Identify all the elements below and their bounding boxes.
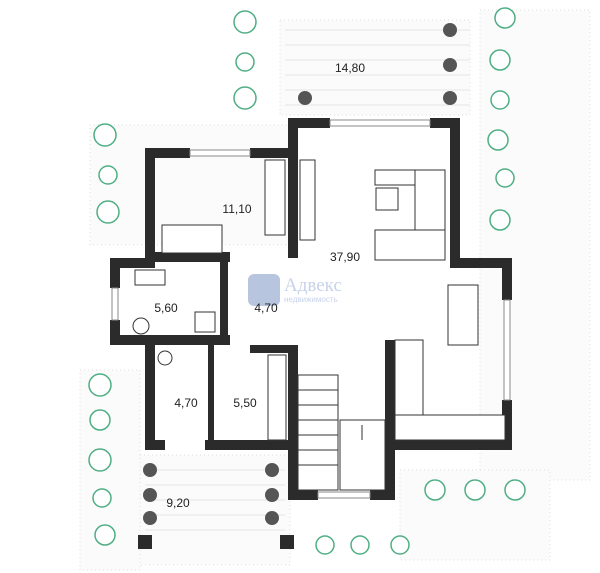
room-area-terrace-top: 14,80 bbox=[334, 61, 366, 75]
room-area-porch: 9,20 bbox=[166, 496, 190, 510]
watermark-logo-icon bbox=[248, 274, 280, 306]
room-area-storage: 4,70 bbox=[174, 396, 198, 410]
room-area-hall: 4,70 bbox=[254, 301, 278, 315]
porch-deck bbox=[145, 469, 285, 531]
watermark-title: Адвекс bbox=[284, 274, 342, 296]
potted-plants bbox=[143, 23, 457, 525]
furniture bbox=[132, 159, 506, 441]
walls bbox=[110, 118, 512, 549]
room-area-living: 37,90 bbox=[329, 250, 361, 264]
staircase bbox=[297, 374, 386, 491]
watermark-subtitle: недвижимость bbox=[284, 294, 338, 304]
room-area-bathroom: 5,60 bbox=[154, 301, 178, 315]
room-area-bedroom: 11,10 bbox=[222, 202, 252, 216]
terrace-deck bbox=[285, 29, 470, 106]
greenery bbox=[88, 7, 526, 555]
watermark: Адвекс недвижимость bbox=[248, 274, 342, 306]
room-area-small-room: 5,50 bbox=[233, 396, 257, 410]
windows bbox=[111, 119, 511, 499]
